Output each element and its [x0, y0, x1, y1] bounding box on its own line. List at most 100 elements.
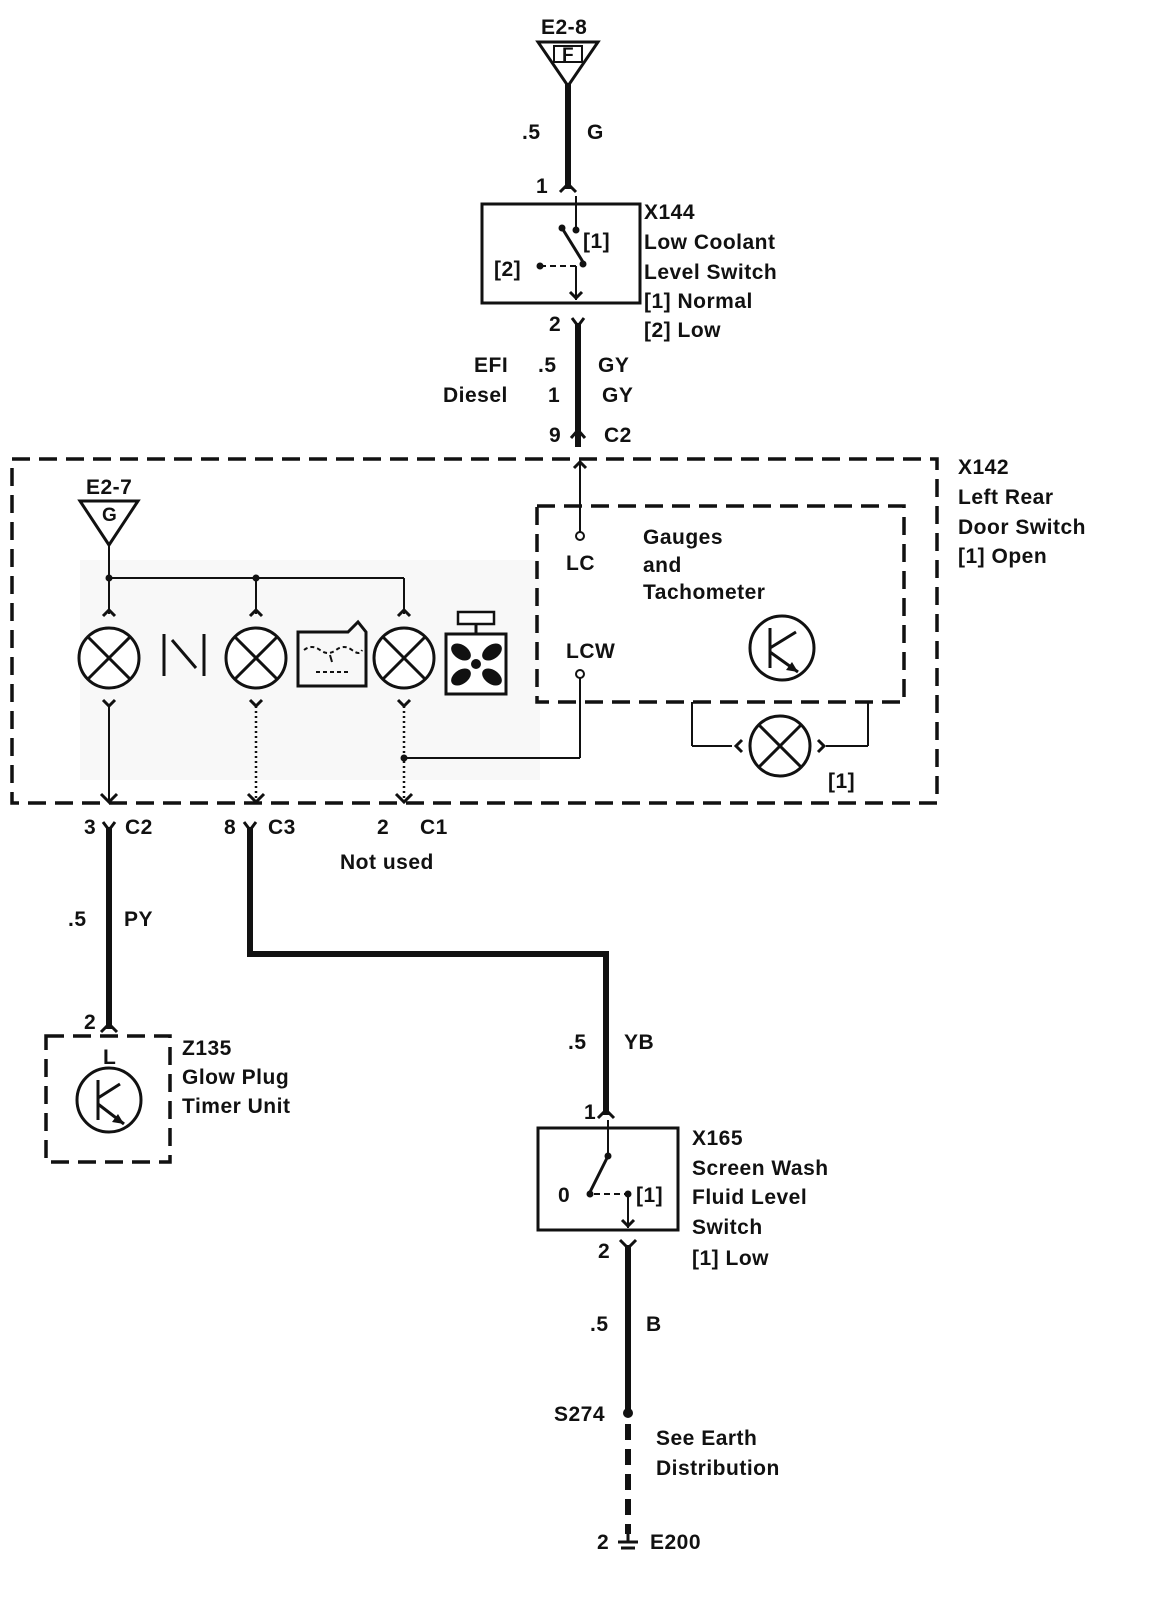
- earth-e200: 2 E200: [597, 1531, 701, 1554]
- lcw-terminal: [575, 669, 585, 679]
- pin-c-conn: C1: [420, 816, 448, 839]
- z135-box: [44, 1034, 172, 1164]
- pin-c-note: Not used: [340, 851, 434, 874]
- x165-label-2: Fluid Level: [692, 1186, 807, 1209]
- pin-b-mark: [246, 792, 266, 805]
- x165-contact-0: [586, 1190, 594, 1198]
- x142-c2-in-mark: [569, 427, 587, 439]
- pin-c-number: 2: [377, 816, 389, 839]
- x144-out-arrow: [568, 290, 584, 301]
- x142-label-3: [1] Open: [958, 545, 1047, 568]
- x144-label-4: [2] Low: [644, 319, 721, 342]
- x144-label-3: [1] Normal: [644, 290, 753, 313]
- splice-note-0: See Earth: [656, 1427, 757, 1450]
- glow-plug-timer-z135: 2 L Z135 Glow Plug Timer Unit: [44, 1011, 290, 1164]
- wire-g-size: .5: [522, 121, 541, 144]
- wire-b-color: B: [646, 1313, 662, 1336]
- connector-e2-8: E2-8 F: [535, 16, 601, 89]
- x165-label-4: [1] Low: [692, 1247, 769, 1270]
- z135-inner: L: [103, 1046, 116, 1069]
- gauges-title-1: and: [643, 554, 682, 577]
- x144-pin-out: 2: [549, 313, 561, 336]
- pin-b-number: 8: [224, 816, 236, 839]
- wire-gy-efi-color: GY: [598, 354, 629, 377]
- wire-py-color: PY: [124, 908, 153, 931]
- connector-e2-7-id: E2-7: [86, 476, 132, 499]
- x142-label-0: X142: [958, 456, 1009, 479]
- bus-node-1: [105, 574, 113, 582]
- wire-gy-diesel-label: Diesel: [443, 384, 508, 407]
- wire-gy-diesel-color: GY: [602, 384, 633, 407]
- connector-e2-8-letter: F: [562, 45, 574, 66]
- x142-label-2: Door Switch: [958, 516, 1086, 539]
- door-lamp-out-mark: [816, 738, 827, 754]
- x144-contact-top: [572, 226, 580, 234]
- lamp-2-cross-b: [233, 635, 279, 681]
- door-lamp-mark: [1]: [828, 770, 855, 793]
- z135-label-1: Glow Plug: [182, 1066, 289, 1089]
- x165-label-3: Switch: [692, 1216, 763, 1239]
- pin-a-conn: C2: [125, 816, 153, 839]
- x142-c2-in-pin: 9: [549, 424, 561, 447]
- x165-blade: [588, 1155, 610, 1193]
- x144-pos2: [2]: [494, 258, 521, 281]
- x165-label-1: Screen Wash: [692, 1157, 829, 1180]
- z135-pin-mark: [99, 1021, 119, 1034]
- x144-label-0: X144: [644, 201, 695, 224]
- x144-contact-2: [536, 262, 544, 270]
- x165-label-0: X165: [692, 1127, 743, 1150]
- earth-id: E200: [650, 1531, 701, 1554]
- pin-a-number: 3: [84, 816, 96, 839]
- warning-lamp-3: [372, 607, 436, 709]
- x144-pin-in-mark: [558, 181, 578, 194]
- wire-g-color: G: [587, 121, 604, 144]
- wire-gy-diesel-size: 1: [548, 384, 560, 407]
- lamp-3-cross-b: [381, 635, 427, 681]
- z135-label-2: Timer Unit: [182, 1095, 290, 1118]
- lc-terminal: [575, 531, 585, 541]
- x144-box: [480, 202, 642, 305]
- warning-lamp-1: [77, 607, 141, 709]
- connector-e2-7: E2-7 G: [77, 476, 141, 548]
- switch-x165: 1 0 [1] 2 X165 Screen Wash Fluid Level S…: [536, 1101, 829, 1270]
- wire-yb: [247, 827, 609, 1115]
- wire-gy-efi-size: .5: [538, 354, 557, 377]
- x144-label-2: Level Switch: [644, 261, 777, 284]
- x165-out-arrow: [620, 1218, 636, 1229]
- handbrake-icon: [162, 634, 206, 676]
- x165-pin-out: 2: [598, 1240, 610, 1263]
- connector-e2-8-id: E2-8: [541, 16, 587, 39]
- x144-label-1: Low Coolant: [644, 231, 775, 254]
- door-open-lamp: [691, 702, 869, 778]
- splice-s274-node: [623, 1408, 633, 1418]
- gauges-title-0: Gauges: [643, 526, 723, 549]
- x144-contact-mid: [558, 224, 566, 232]
- connector-e2-7-letter: G: [102, 505, 117, 526]
- gauges-pin-lc: LC: [566, 552, 595, 575]
- wire-gy-efi-label: EFI: [474, 354, 508, 377]
- splice-note-1: Distribution: [656, 1457, 780, 1480]
- wire-b-size: .5: [590, 1313, 609, 1336]
- z135-pin: 2: [84, 1011, 96, 1034]
- wire-py-size: .5: [68, 908, 87, 931]
- gauges-title-2: Tachometer: [643, 581, 765, 604]
- wire-yb-color: YB: [624, 1031, 654, 1054]
- x144-pos1: [1]: [583, 230, 610, 253]
- switch-x144: 1 [1] [2] 2 X144 Low Coolant Level Switc…: [480, 175, 777, 342]
- washer-fluid-icon: [444, 610, 508, 696]
- connector-e2-8-flag: [553, 45, 583, 63]
- lamp-2-in-mark: [248, 607, 264, 618]
- x165-pin-in-mark: [596, 1107, 616, 1120]
- x142-label-1: Left Rear: [958, 486, 1054, 509]
- pin-a-mark: [99, 792, 119, 805]
- splice-s274-id: S274: [554, 1403, 605, 1426]
- x165-pos1: [1]: [636, 1184, 663, 1207]
- x144-contact-1: [579, 260, 587, 268]
- lamp-1-in-mark: [101, 607, 117, 618]
- x165-pin-in: 1: [584, 1101, 596, 1124]
- lamp-3-in-mark: [396, 607, 412, 618]
- x142-box: [10, 457, 939, 805]
- x144-pin-in: 1: [536, 175, 548, 198]
- x144-blade: [560, 227, 585, 263]
